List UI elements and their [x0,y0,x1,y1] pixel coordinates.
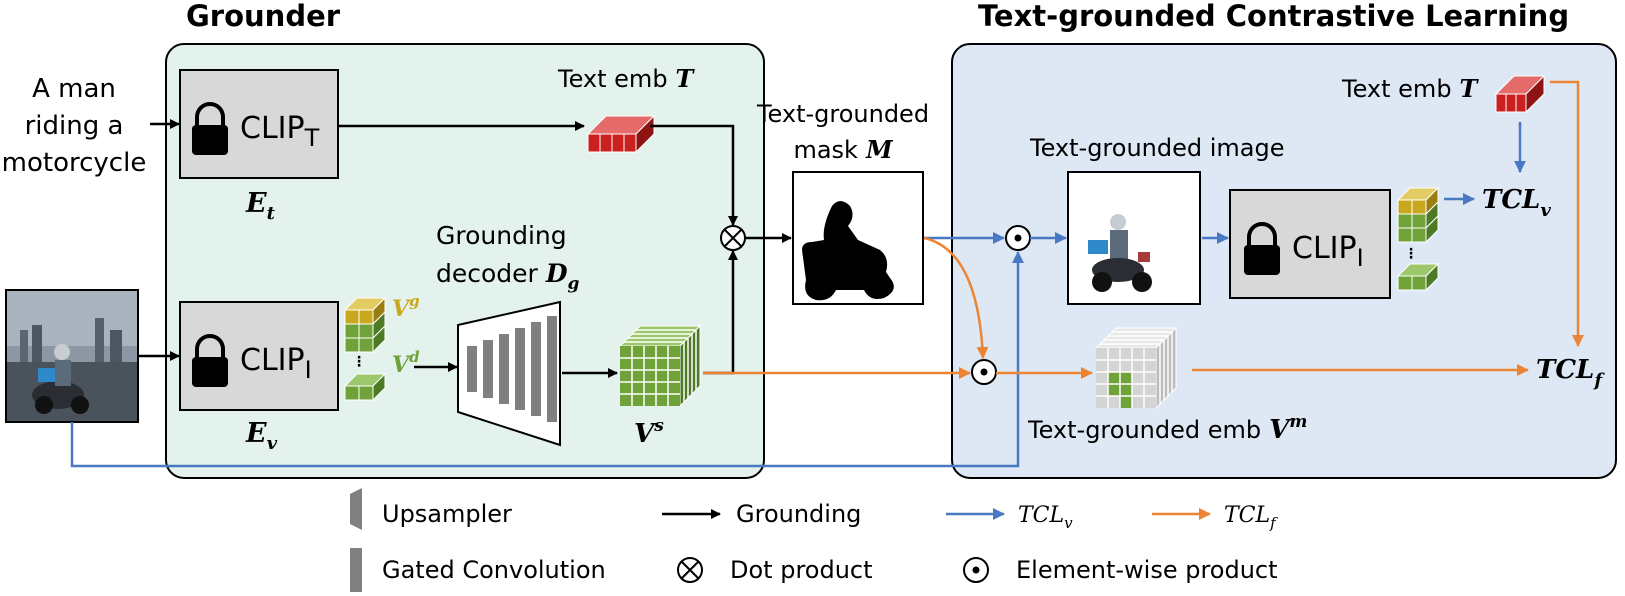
clip-text-label: CLIPT [240,111,320,152]
legend-gated-conv: Gated Convolution [382,556,606,584]
text-embedding-red-blocks [586,114,656,154]
caption-line-1: A man [32,74,116,104]
gated-conv-icon [350,548,362,592]
mask-label-line-1: Text-grounded [756,100,929,128]
tcl-clip-image-label: CLIPI [1292,231,1364,272]
upsampler-icon [350,488,362,530]
grounding-decoder [457,300,561,447]
tcl-text-embedding-red-blocks [1494,74,1546,114]
vm-feature-cube [1094,326,1178,410]
tcl-image-feature-stack: ⋮ [1396,186,1440,292]
vg-vd-feature-stack: ⋮ [343,296,387,402]
photo-thumbnail [5,289,139,423]
legend: Upsampler Gated Convolution Grounding Do… [350,488,1278,592]
caption-line-2: riding a [25,111,124,141]
tcl-clip-image-encoder-box [1229,189,1391,299]
elementwise-product-icon [971,359,997,385]
vs-label: Vs [634,416,664,449]
tclv-output-label: TCLv [1482,185,1551,221]
text-grounded-image [1067,171,1201,305]
vs-feature-cube [618,324,702,408]
legend-tclf: TCLf [1224,503,1278,532]
legend-dot-product: Dot product [730,556,873,584]
legend-tclv: TCLv [1018,503,1073,532]
tcl-title: Text-grounded Contrastive Learning [978,0,1569,33]
legend-grounding: Grounding [736,500,861,528]
clip-text-encoder-box [179,69,339,179]
blue-arrows [70,122,1526,468]
vd-label: Vd [392,348,420,378]
elementwise-product-icon [1005,225,1031,251]
encoder-et-label: Et [245,188,276,224]
dot-product-icon [677,557,703,583]
clip-image-encoder-box [179,301,339,411]
elementwise-product-icon [963,557,989,583]
decoder-label-line-1: Grounding [436,221,567,250]
grounder-title: Grounder [186,0,341,33]
svg-text:⋮: ⋮ [1404,246,1418,262]
orange-arrows [703,80,1584,379]
text-grounded-mask [792,171,924,305]
clip-image-label: CLIPI [240,343,312,384]
legend-elementwise: Element-wise product [1016,556,1278,584]
legend-upsampler: Upsampler [382,500,512,528]
caption-line-3: motorcycle [2,148,147,178]
grounded-image-label: Text-grounded image [1029,134,1285,162]
dot-product-icon [720,225,746,251]
vg-label: Vg [392,292,420,322]
encoder-ev-label: Ev [245,418,278,454]
svg-text:⋮: ⋮ [352,354,366,370]
